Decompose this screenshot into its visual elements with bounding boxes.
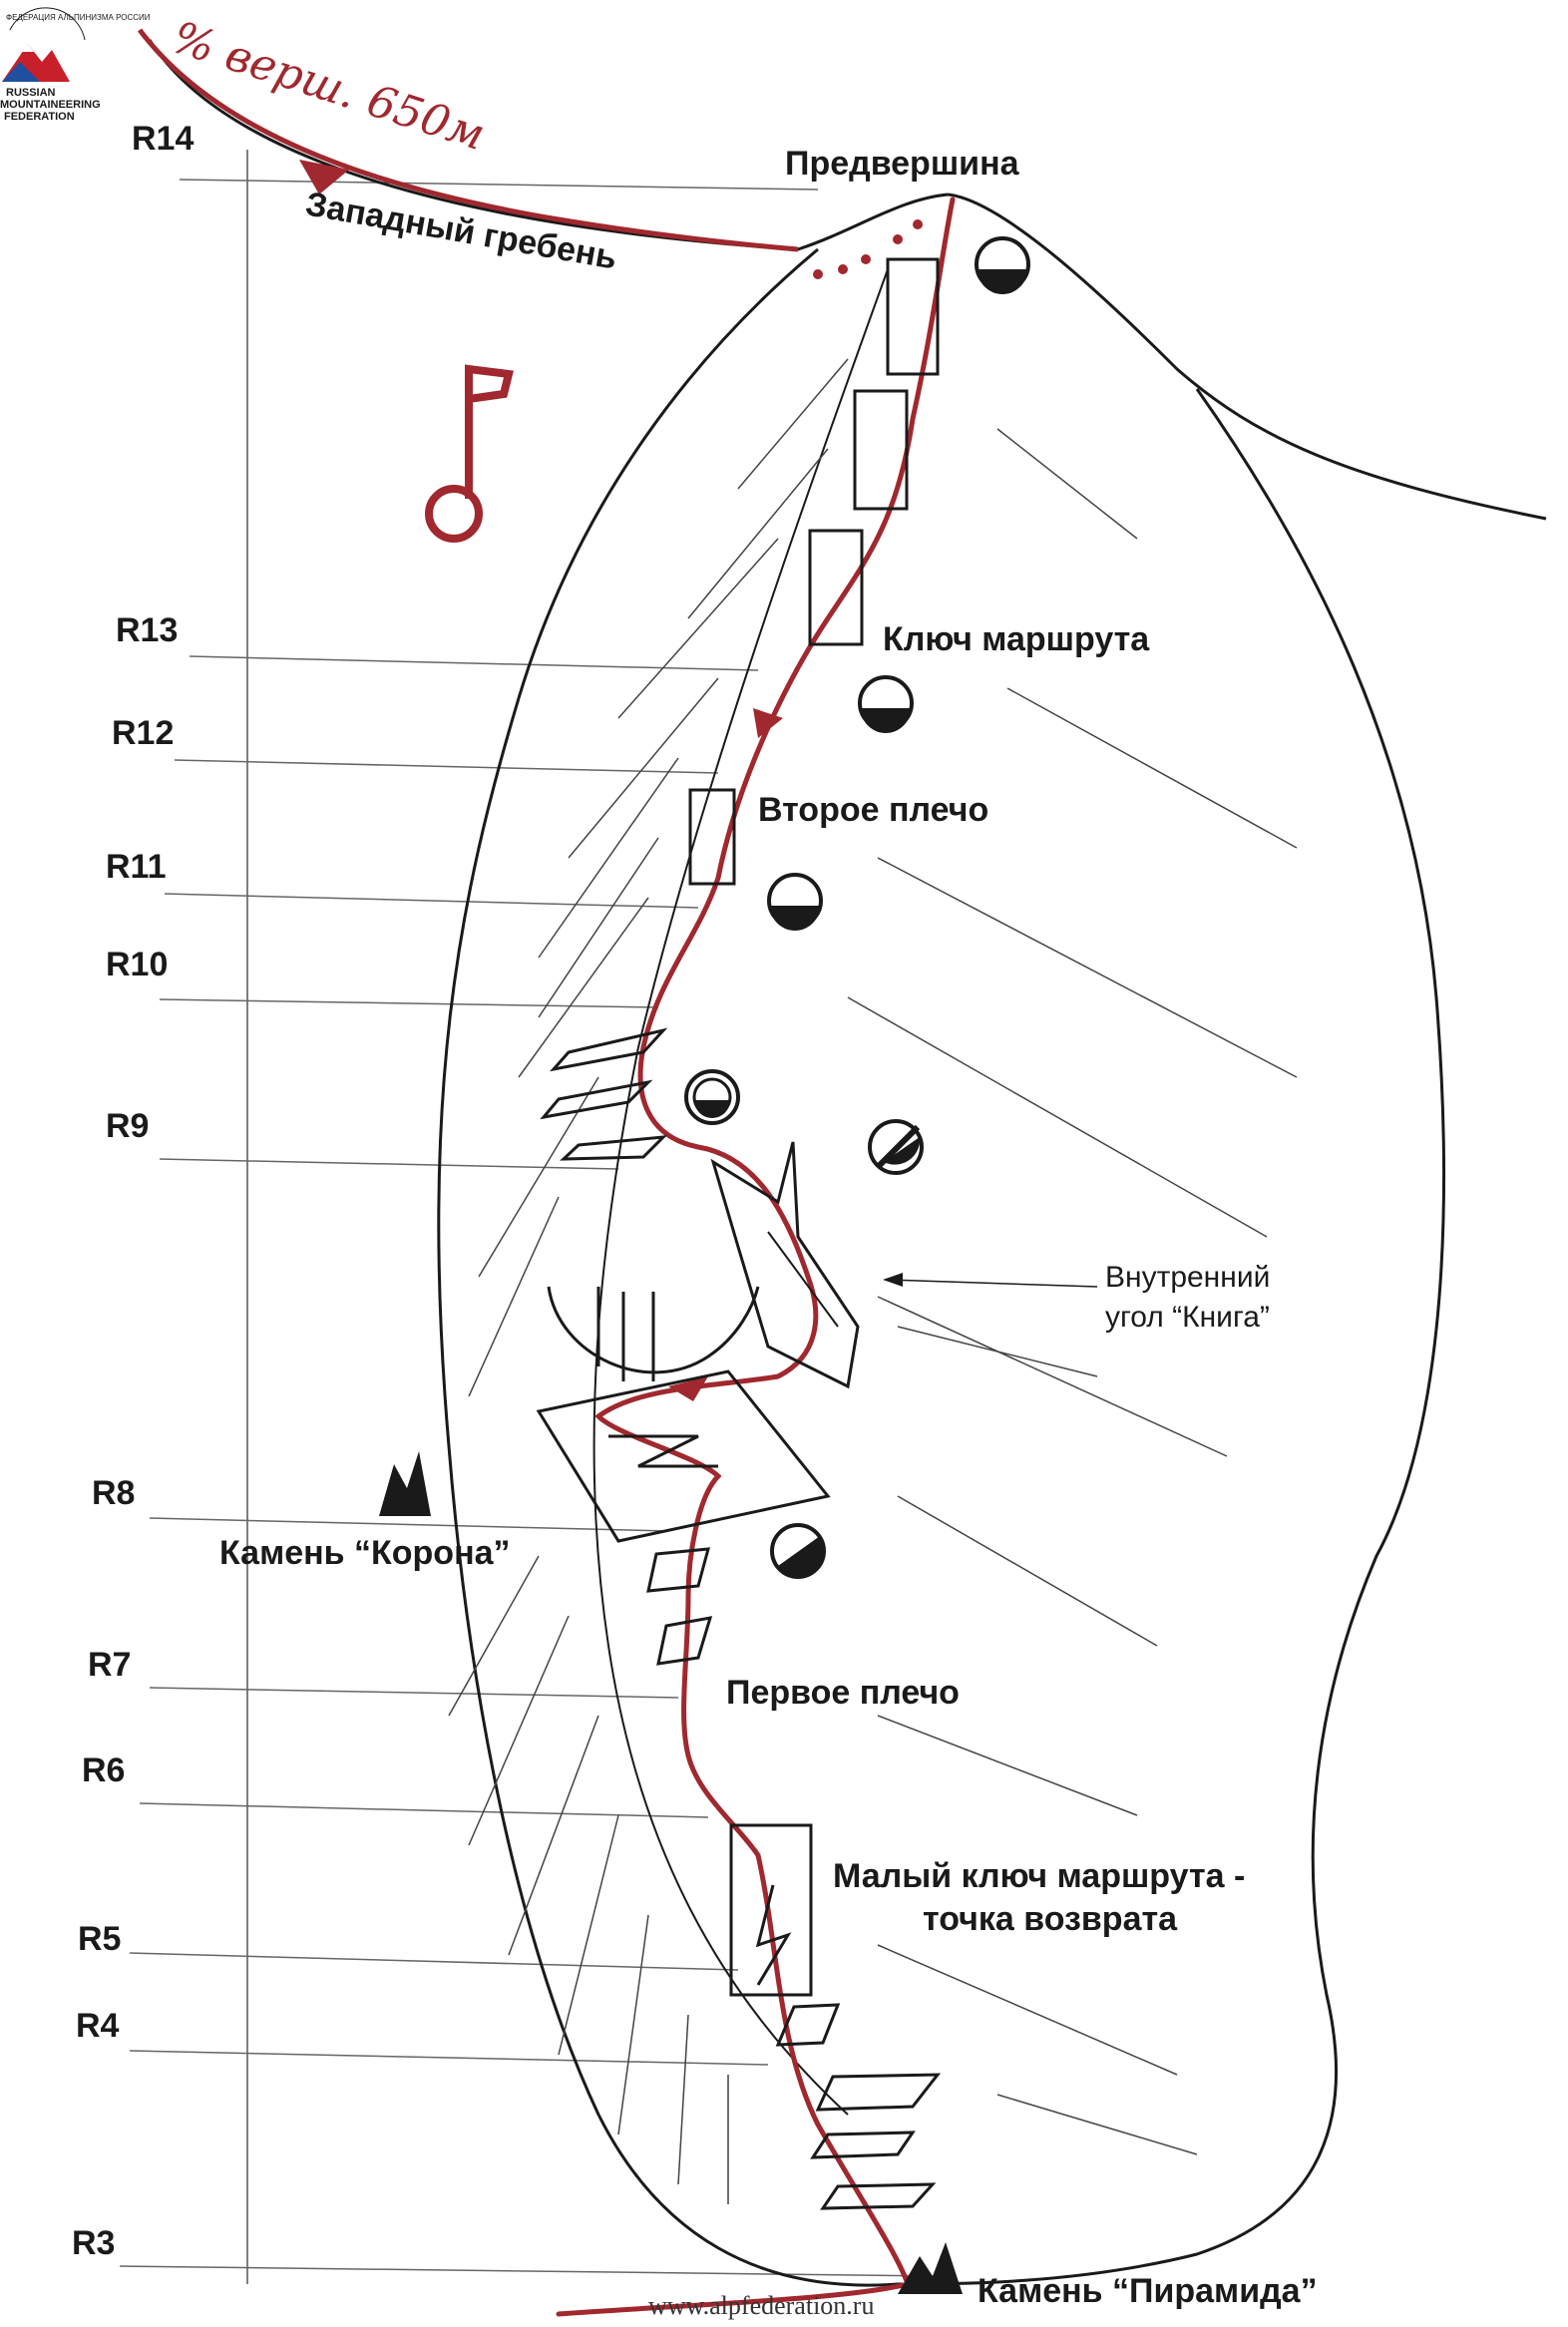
logo-line-3: FEDERATION bbox=[4, 111, 75, 123]
section-line bbox=[189, 655, 759, 671]
federation-logo: ФЕДЕРАЦИЯ АЛЬПИНИЗМА РОССИИ RUSSIAN MOUN… bbox=[0, 7, 151, 123]
label-inner-corner-2: угол “Книга” bbox=[1105, 1301, 1270, 1334]
mountain-outline-left bbox=[437, 247, 899, 2287]
section-line bbox=[129, 2050, 769, 2066]
mountain-icon-white bbox=[22, 44, 34, 52]
section-lines bbox=[119, 179, 939, 2277]
logo-line-1: RUSSIAN bbox=[6, 87, 56, 99]
section-line bbox=[159, 1158, 619, 1170]
label-stone-pyramid: Камень “Пирамида” bbox=[978, 2272, 1318, 2310]
label-key: Ключ маршрута bbox=[883, 620, 1150, 658]
belay-station-icon bbox=[770, 1523, 826, 1579]
section-label-r11: R11 bbox=[106, 848, 167, 886]
descent-line-west-ridge bbox=[138, 28, 799, 252]
belay-station-icon bbox=[868, 1119, 924, 1175]
inner-ridge-line bbox=[592, 268, 889, 2116]
label-stone-crown: Камень “Корона” bbox=[219, 1534, 511, 1572]
label-second-shoulder: Второе плечо bbox=[758, 791, 988, 829]
route-arrow-icon bbox=[753, 708, 783, 738]
section-line bbox=[164, 893, 699, 909]
route-line bbox=[556, 196, 956, 2317]
label-first-shoulder: Первое плечо bbox=[726, 1674, 960, 1712]
section-label-r4: R4 bbox=[76, 2007, 120, 2045]
section-label-r5: R5 bbox=[78, 1920, 121, 1958]
section-label-r12: R12 bbox=[112, 714, 174, 752]
section-line bbox=[119, 2265, 939, 2277]
label-predvershina: Предвершина bbox=[785, 145, 1020, 183]
belay-station-icon bbox=[858, 675, 914, 733]
label-small-key-2: точка возврата bbox=[923, 1900, 1178, 1938]
dotted-route-summit bbox=[813, 219, 923, 279]
pitch-rectangles bbox=[688, 257, 940, 1997]
label-small-key-1: Малый ключ маршрута - bbox=[833, 1857, 1245, 1895]
stone-crown-icon bbox=[379, 1451, 431, 1516]
section-line bbox=[179, 179, 819, 191]
section-label-r9: R9 bbox=[106, 1107, 149, 1145]
flag-key-icon bbox=[425, 364, 514, 543]
section-label-r7: R7 bbox=[88, 1646, 131, 1684]
pointer-arrow-icon bbox=[883, 1273, 903, 1287]
section-label-r3: R3 bbox=[72, 2224, 115, 2262]
section-label-r10: R10 bbox=[106, 946, 168, 983]
section-line bbox=[159, 998, 659, 1008]
mountain-outline-east bbox=[897, 388, 1445, 2286]
section-label-r8: R8 bbox=[92, 1474, 135, 1512]
crack-symbols bbox=[608, 1434, 792, 1986]
slab-symbols bbox=[536, 1027, 942, 2210]
label-inner-corner-1: Внутренний bbox=[1105, 1261, 1270, 1294]
section-line bbox=[149, 1517, 669, 1532]
stone-pyramid-icon bbox=[898, 2242, 963, 2294]
logo-arc bbox=[9, 7, 86, 41]
section-label-r14: R14 bbox=[132, 120, 194, 158]
descent-arrow-icon bbox=[299, 160, 349, 194]
west-ridge-line bbox=[148, 39, 949, 251]
section-line bbox=[129, 1952, 739, 1971]
footer-url: www.alpfederation.ru bbox=[648, 2291, 874, 2320]
section-line bbox=[149, 1687, 679, 1699]
handwritten-note: % верш. 650м bbox=[167, 12, 492, 161]
inner-corner-book bbox=[710, 1141, 860, 1389]
route-arrow-icon bbox=[668, 1376, 708, 1401]
inner-corner-pointer bbox=[887, 1279, 1098, 1288]
mountain-outline-right bbox=[947, 193, 1547, 521]
section-labels: R14 R13 R12 R11 R10 R9 R8 R7 R6 R5 R4 R3 bbox=[72, 120, 194, 2262]
belay-station-icon bbox=[684, 1069, 740, 1125]
section-label-r6: R6 bbox=[82, 1751, 125, 1789]
right-face-hatching bbox=[847, 428, 1298, 2155]
logo-arc-text: ФЕДЕРАЦИЯ АЛЬПИНИЗМА РОССИИ bbox=[6, 13, 151, 22]
left-face-hatching bbox=[448, 358, 849, 2204]
section-line bbox=[174, 759, 719, 774]
overhang-symbol bbox=[547, 1286, 760, 1381]
section-line bbox=[139, 1802, 709, 1818]
belay-station-icons bbox=[684, 236, 1030, 1579]
belay-station-icon bbox=[975, 236, 1030, 294]
logo-line-2: MOUNTAINEERING bbox=[0, 99, 101, 111]
section-label-r13: R13 bbox=[116, 611, 178, 649]
mountain-icon-blue bbox=[2, 62, 40, 82]
inner-corner-crack bbox=[767, 1231, 839, 1328]
belay-station-icon bbox=[767, 873, 823, 931]
